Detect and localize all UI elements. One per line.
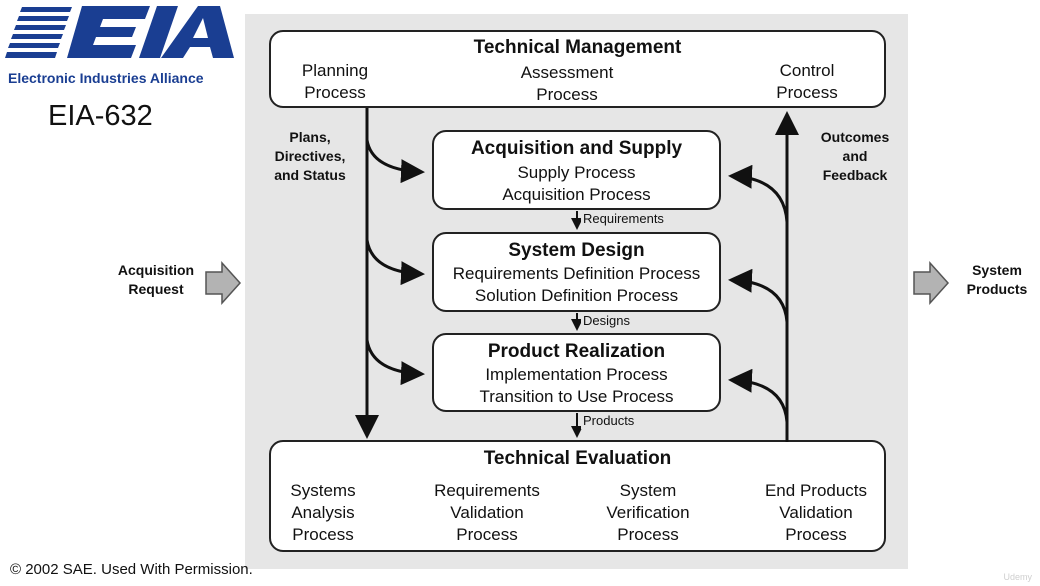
watermark: Udemy [1003,572,1032,582]
supply-process: Supply Process [517,163,636,182]
system-design-box: System Design Requirements Definition Pr… [432,232,721,312]
system-design-title: System Design [508,240,645,261]
technical-evaluation-title: Technical Evaluation [483,448,672,469]
requirements-definition-process: Requirements Definition Process [452,264,701,283]
logo-text: Electronic Industries Alliance [8,70,204,86]
technical-management-title: Technical Management [473,37,682,58]
solution-definition-process: Solution Definition Process [474,286,679,305]
product-realization-title: Product Realization [487,341,666,362]
eia-logo [5,6,234,58]
copyright-notice: © 2002 SAE. Used With Permission. [10,561,253,578]
plans-directives-status-label: Plans,Directives,and Status [274,129,346,183]
acquisition-supply-title: Acquisition and Supply [470,138,683,159]
designs-flow-label: Designs [581,313,632,329]
acquisition-process: Acquisition Process [502,185,651,204]
products-flow-label: Products [581,413,637,429]
product-realization-box: Product Realization Implementation Proce… [432,333,721,412]
requirements-flow-label: Requirements [581,211,666,227]
standard-id: EIA-632 [48,100,153,132]
transition-to-use-process: Transition to Use Process [479,387,674,406]
acquisition-supply-box: Acquisition and Supply Supply Process Ac… [432,130,721,210]
implementation-process: Implementation Process [485,365,668,384]
